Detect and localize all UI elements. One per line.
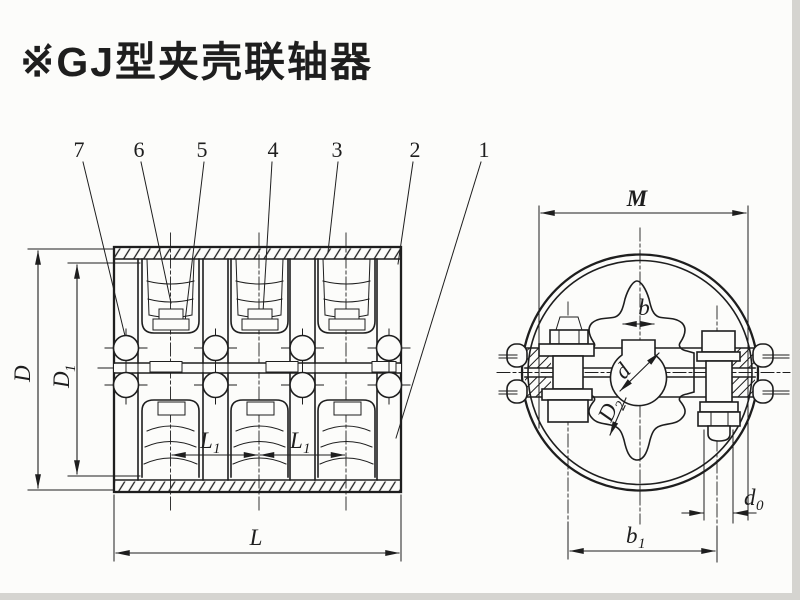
dim-L1-left-subscript: 1 [213,441,221,457]
scan-mark [44,43,52,50]
dim-L: L [113,494,402,562]
page-title: ※GJ型夹壳联轴器 [20,39,373,85]
dim-D: D [10,248,115,491]
dim-D1: D 1 [49,262,141,477]
dim-b1-subscript: 1 [638,536,646,552]
shell-outline-circles [520,253,760,492]
dim-L1-right: L 1 [259,428,346,458]
callout-1: 1 [479,137,490,162]
callout-3: 3 [332,137,343,162]
dim-D1-subscript: 1 [63,365,79,373]
dim-L1-right-label: L [289,428,303,453]
left-bolt-assembly [538,316,595,423]
callout-6: 6 [134,137,145,162]
dim-L1-left: L 1 [171,428,259,458]
dim-L1-right-subscript: 1 [303,441,311,457]
parting-flange-band [113,361,402,374]
flange-ears [498,343,790,404]
callout-4: 4 [268,137,279,162]
dim-b1: b 1 [567,521,718,563]
dim-d0: d 0 [681,429,764,524]
dim-L1-left-label: L [199,428,213,453]
dim-M-label: M [626,186,649,211]
dim-d0-subscript: 0 [756,498,764,514]
dim-M: M [538,186,749,521]
shaft-hub [579,280,695,461]
dim-L-label: L [249,525,263,550]
dim-b-label: b [638,295,650,320]
callout-2: 2 [410,137,421,162]
callout-5: 5 [197,137,208,162]
side-section-view: D D 1 L L 1 L 1 [10,232,411,562]
dim-b1-label: b [626,523,638,548]
callout-7: 7 [74,137,85,162]
callout-numbers: 7 6 5 4 3 2 1 [74,137,490,162]
end-view: M b d D 2 d 0 [496,186,791,563]
dim-b: b [622,295,655,327]
dim-D-label: D [10,365,35,383]
dim-d0-label: d [744,485,756,510]
dim-D1-label: D [49,371,74,389]
right-bolt-assembly [696,330,741,442]
